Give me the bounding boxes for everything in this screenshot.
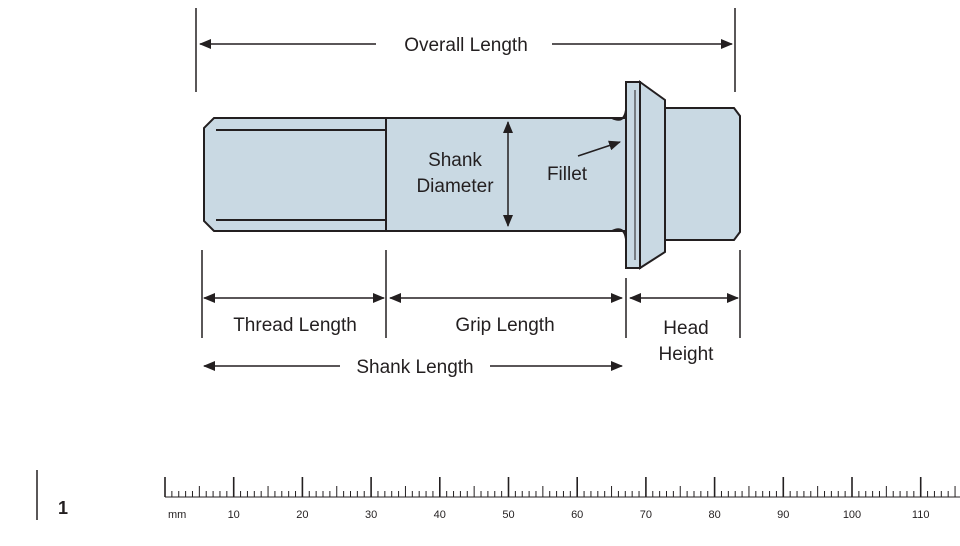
bolt-collar <box>625 81 641 269</box>
ruler-label: 20 <box>296 509 308 521</box>
fillet-label: Fillet <box>547 164 588 185</box>
page-number: 1 <box>58 498 68 518</box>
head-height-label-line2: Height <box>659 344 715 365</box>
ruler-label: 40 <box>434 509 446 521</box>
dimension-arrows <box>199 39 739 371</box>
ruler-label: 110 <box>912 509 930 521</box>
ruler-label: 30 <box>365 509 377 521</box>
overall-length-label: Overall Length <box>404 35 528 56</box>
bolt-drawing <box>203 80 741 270</box>
shank-length-label: Shank Length <box>356 357 473 378</box>
shank-diameter-label-line2: Diameter <box>416 176 494 197</box>
head-height-label-line1: Head <box>663 318 708 339</box>
ruler-label: 90 <box>777 509 789 521</box>
ruler-label: 60 <box>571 509 583 521</box>
fillet-pointer-arrow <box>577 140 621 157</box>
ruler-label: 80 <box>708 509 720 521</box>
ruler-label: 70 <box>640 509 652 521</box>
ruler-label: 50 <box>502 509 514 521</box>
ruler-unit: mm <box>168 509 186 521</box>
grip-length-label: Grip Length <box>455 315 554 336</box>
ruler-label: 100 <box>843 509 861 521</box>
shank-diameter-label-line1: Shank <box>428 150 482 171</box>
extension-lines <box>195 8 741 338</box>
thread-length-label: Thread Length <box>233 315 357 336</box>
bolt-head <box>664 107 741 241</box>
bolt-head-taper <box>639 80 666 270</box>
ruler-label: 10 <box>228 509 240 521</box>
mm-ruler: mm 10 20 30 40 50 60 70 80 90 100 110 <box>164 477 960 521</box>
